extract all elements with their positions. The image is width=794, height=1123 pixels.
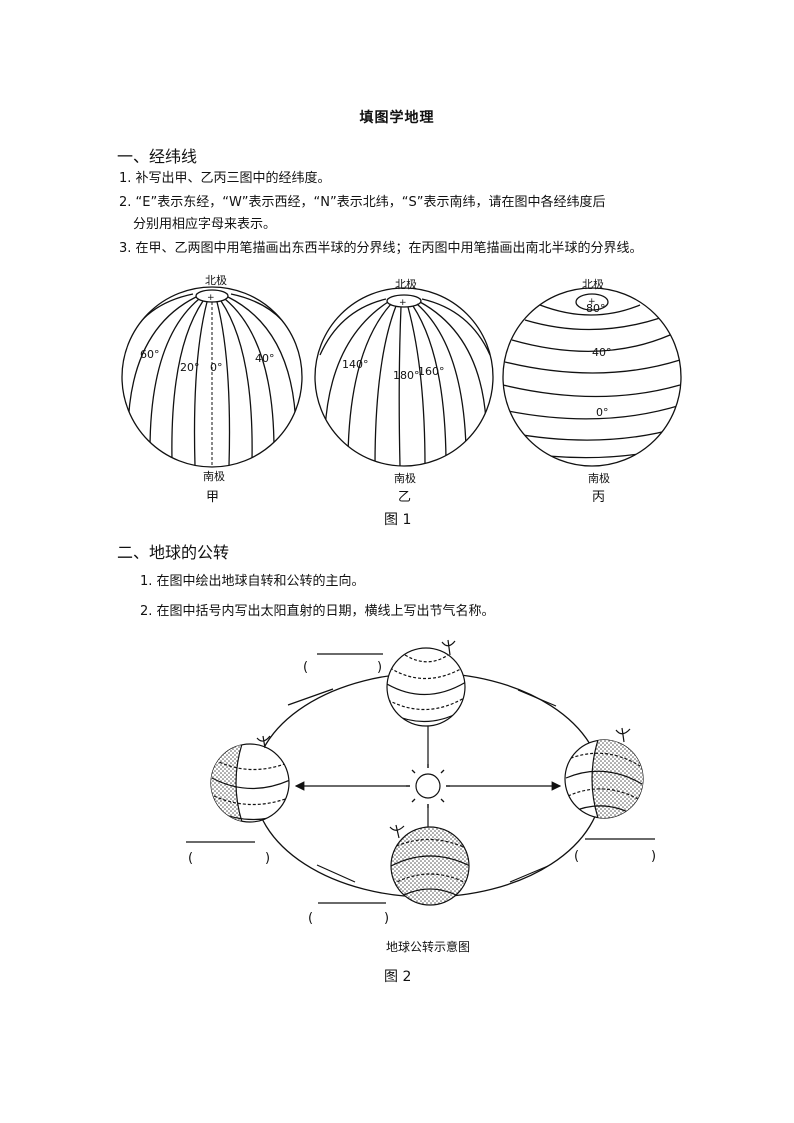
globe-yi-north: 北极 — [395, 278, 417, 291]
globe-yi-label-180: 180° — [393, 369, 420, 382]
paren-left-open: ( — [188, 851, 194, 866]
paren-top-close: ) — [377, 660, 383, 675]
globe-bing-south: 南极 — [588, 472, 610, 485]
section1-item-2: 2. “E”表示东经，“W”表示西经，“N”表示北纬，“S”表示南纬，请在图中各… — [119, 195, 606, 210]
paren-bottom-close: ) — [384, 911, 390, 926]
sun-icon — [406, 764, 450, 808]
globe-bing: + — [502, 287, 682, 467]
globe-jia-label-0: 0° — [210, 361, 223, 374]
answer-lines — [186, 653, 655, 904]
earth-bottom — [389, 824, 470, 906]
globe-yi-label-140: 140° — [342, 358, 369, 371]
paren-left-close: ) — [265, 851, 271, 866]
section2-item-2: 2. 在图中括号内写出太阳直射的日期，横线上写出节气名称。 — [140, 604, 495, 619]
globe-bing-label-80: 80° — [586, 302, 606, 315]
section1-item-3: 3. 在甲、乙两图中用笔描画出东西半球的分界线；在丙图中用笔描画出南北半球的分界… — [119, 241, 643, 256]
earth-left — [210, 735, 290, 823]
globe-yi-name: 乙 — [398, 490, 412, 505]
section1-item-2-cont: 分别用相应字母来表示。 — [133, 217, 277, 232]
section2-item-1: 1. 在图中绘出地球自转和公转的主向。 — [140, 574, 365, 589]
globe-jia-label-40: 40° — [255, 352, 275, 365]
figure1-caption: 图 1 — [384, 512, 412, 528]
page-title: 填图学地理 — [359, 110, 435, 126]
globe-yi: + — [314, 287, 494, 467]
figure2-caption: 图 2 — [384, 969, 412, 985]
section1-item-1: 1. 补写出甲、乙丙三图中的经纬度。 — [119, 171, 331, 186]
diagram-title: 地球公转示意图 — [386, 940, 471, 954]
earth-top — [386, 639, 466, 727]
svg-text:+: + — [207, 293, 215, 303]
paren-bottom-open: ( — [308, 911, 314, 926]
globe-jia-south: 南极 — [203, 470, 225, 483]
svg-text:+: + — [399, 298, 407, 308]
globe-bing-name: 丙 — [592, 490, 606, 505]
section1-heading: 一、经纬线 — [117, 147, 198, 166]
globe-jia: + — [121, 286, 303, 468]
globe-jia-label-60: 60° — [140, 348, 160, 361]
globe-yi-label-160: 160° — [418, 365, 445, 378]
svg-text:+: + — [588, 297, 596, 307]
globe-bing-label-40: 40° — [592, 346, 612, 359]
earth-right — [564, 727, 644, 819]
globe-bing-label-0: 0° — [596, 406, 609, 419]
globe-jia-north: 北极 — [205, 274, 227, 287]
section2-heading: 二、地球的公转 — [117, 543, 230, 562]
paren-right-open: ( — [574, 849, 580, 864]
globe-yi-south: 南极 — [394, 472, 416, 485]
paren-right-close: ) — [651, 849, 657, 864]
globe-bing-north: 北极 — [582, 278, 604, 291]
globe-jia-label-20: 20° — [180, 361, 200, 374]
globe-jia-name: 甲 — [206, 490, 220, 505]
paren-top-open: ( — [303, 660, 309, 675]
